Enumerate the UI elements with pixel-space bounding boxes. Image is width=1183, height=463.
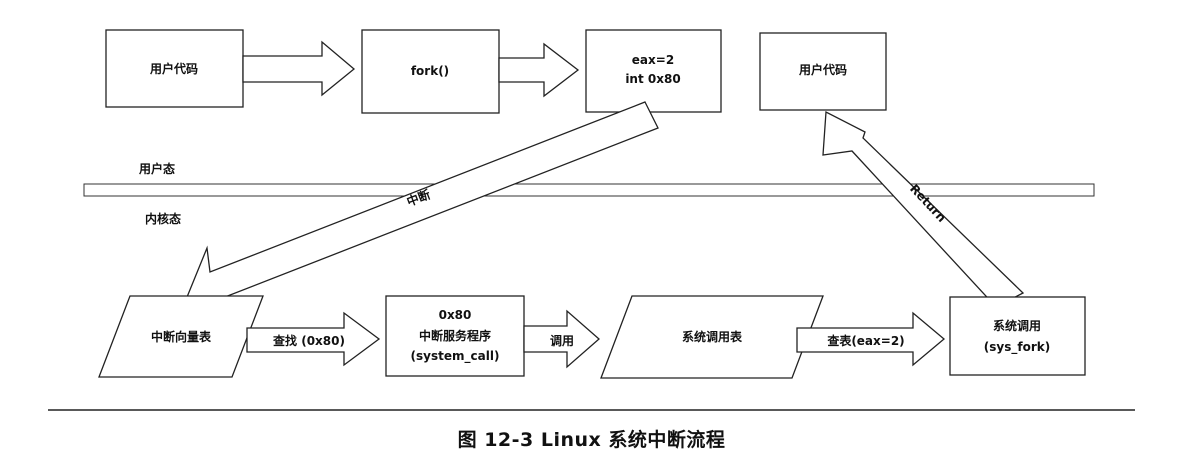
fork-label: fork(): [411, 64, 449, 78]
return-arrow: [822, 110, 1025, 308]
fork-to-int-arrow: [498, 42, 580, 98]
isr-vector-label: 0x80: [439, 308, 472, 322]
fork-box: [361, 29, 500, 114]
sys-fork-title-label: 系统调用: [993, 318, 1041, 333]
isr-name-label: 中断服务程序: [419, 328, 491, 343]
sys-fork-func-label: (sys_fork): [984, 340, 1050, 355]
syscall-table-label: 系统调用表: [682, 329, 743, 344]
user-code-return-box: [759, 32, 887, 111]
call-arrow: [523, 309, 600, 369]
eax-label: eax=2: [632, 53, 674, 67]
ivt-box: [98, 295, 264, 378]
kernel-mode-label: 内核态: [145, 211, 181, 226]
mode-boundary-bar: [83, 183, 1095, 197]
user-mode-label: 用户态: [138, 161, 175, 176]
isr-func-label: (system_call): [411, 349, 500, 364]
lookup-table-label: 查表(eax=2): [826, 333, 904, 348]
syscall-table-box: [600, 295, 824, 379]
sys-fork-box: [949, 296, 1086, 376]
int-0x80-label: int 0x80: [625, 72, 680, 86]
user-to-fork-arrow: [242, 40, 356, 97]
isr-box: [385, 295, 525, 377]
user-code-box: [105, 29, 244, 108]
figure-caption: 图 12-3 Linux 系统中断流程: [457, 429, 726, 451]
int-0x80-box: [585, 29, 722, 113]
ivt-label: 中断向量表: [151, 329, 212, 344]
user-code-return-label: 用户代码: [798, 62, 847, 77]
call-label: 调用: [550, 334, 574, 348]
lookup-table-arrow: [796, 311, 946, 367]
lookup-label: 查找 (0x80): [272, 333, 345, 348]
lookup-arrow: [246, 311, 381, 367]
user-code-label: 用户代码: [149, 61, 198, 76]
